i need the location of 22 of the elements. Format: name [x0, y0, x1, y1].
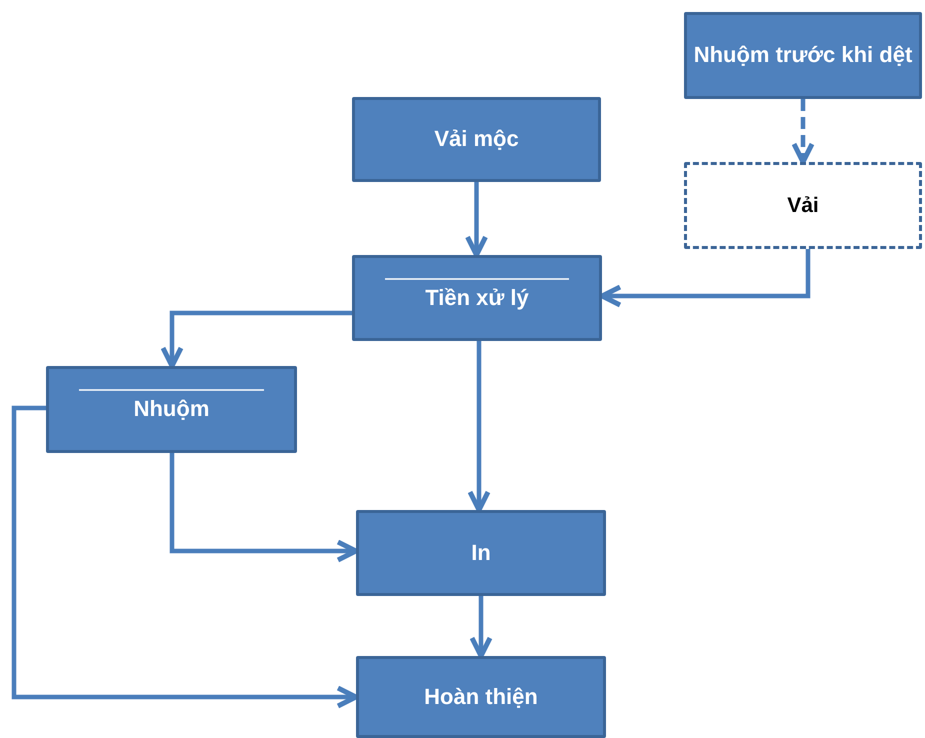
process-box	[352, 97, 601, 182]
arrow	[470, 596, 492, 658]
box-label: Hoàn thiện	[424, 682, 538, 711]
box-label: Vải mộc	[434, 125, 519, 154]
arrow	[12, 406, 358, 708]
arrow	[600, 249, 810, 308]
process-box	[684, 162, 922, 249]
box-label: Nhuộm trước khi dệt	[694, 41, 912, 70]
box-label: Nhuộm	[134, 395, 210, 424]
arrow	[465, 182, 488, 258]
process-box	[46, 366, 297, 453]
box-label: Tiền xử lý	[425, 284, 529, 312]
arrow	[468, 341, 490, 512]
process-box	[356, 510, 606, 596]
box-label: In	[471, 538, 491, 567]
process-box	[356, 656, 606, 738]
arrow	[170, 453, 358, 562]
arrow	[792, 99, 814, 164]
box-label: Vải	[787, 192, 819, 219]
arrow	[160, 310, 352, 368]
process-box	[352, 255, 602, 341]
process-box	[684, 12, 922, 99]
